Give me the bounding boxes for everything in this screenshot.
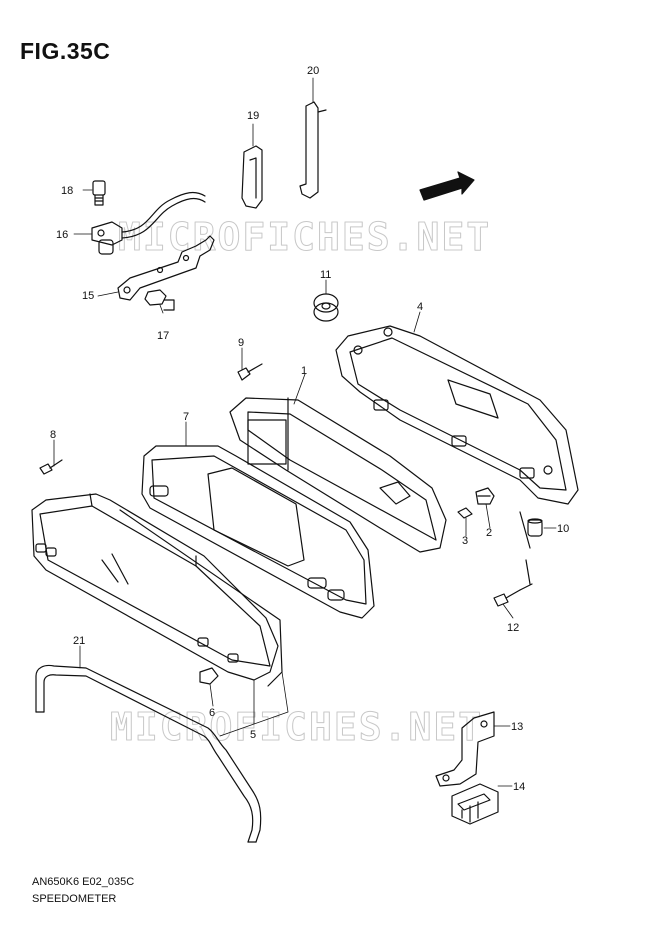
screw-part-8 (39, 459, 63, 475)
bolt-part-18 (92, 180, 106, 206)
callout-13: 13 (511, 721, 523, 733)
callout-3: 3 (462, 535, 468, 547)
callout-19: 19 (247, 110, 259, 122)
figure-footer: AN650K6 E02_035C SPEEDOMETER (32, 874, 134, 908)
meter-unit-part-1 (229, 397, 447, 553)
figure-title: FIG.35C (20, 38, 111, 64)
callout-6: 6 (209, 707, 215, 719)
nut-part-3 (457, 507, 473, 519)
callout-9: 9 (238, 337, 244, 349)
callout-20: 20 (307, 65, 319, 77)
sensor-part-16 (91, 191, 206, 255)
front-cover-part-5 (31, 493, 283, 687)
screw-part-2 (475, 487, 495, 505)
bracket-part-15 (117, 235, 215, 301)
bracket-part-13 (435, 711, 495, 787)
connector-part-14 (451, 783, 499, 825)
lens-frame-part-7 (141, 445, 375, 619)
clip-part-19 (241, 145, 263, 209)
leader-lines (53, 77, 557, 787)
callout-4: 4 (417, 301, 423, 313)
callout-5: 5 (250, 729, 256, 741)
callout-10: 10 (557, 523, 569, 535)
callout-16: 16 (56, 229, 68, 241)
callout-7: 7 (183, 411, 189, 423)
forward-arrow-icon: FWD (419, 171, 475, 201)
callout-numbers: 1 2 3 4 5 6 7 8 9 10 11 12 13 14 15 16 1… (50, 65, 569, 793)
bolt-part-17 (144, 289, 175, 311)
screw-part-12 (493, 511, 533, 607)
wire-part-21 (35, 664, 262, 843)
callout-14: 14 (513, 781, 525, 793)
callout-17: 17 (157, 330, 169, 342)
figure-name: SPEEDOMETER (32, 893, 117, 905)
watermark-bottom: MICROFICHES.NET (110, 705, 483, 749)
watermark-top: MICROFICHES.NET (118, 215, 491, 259)
callout-18: 18 (61, 185, 73, 197)
cap-part-10 (527, 518, 543, 537)
figure-code: AN650K6 E02_035C (32, 876, 135, 888)
callout-8: 8 (50, 429, 56, 441)
callout-1: 1 (301, 365, 307, 377)
callout-15: 15 (82, 290, 94, 302)
grommet-part-11 (313, 293, 339, 322)
rear-case-part-4 (335, 325, 579, 505)
callout-12: 12 (507, 622, 519, 634)
callout-2: 2 (486, 527, 492, 539)
callout-11: 11 (320, 269, 331, 281)
nut-part-6 (199, 667, 219, 685)
clip-part-20 (299, 101, 327, 199)
callout-21: 21 (73, 635, 85, 647)
screw-part-9 (237, 363, 263, 381)
